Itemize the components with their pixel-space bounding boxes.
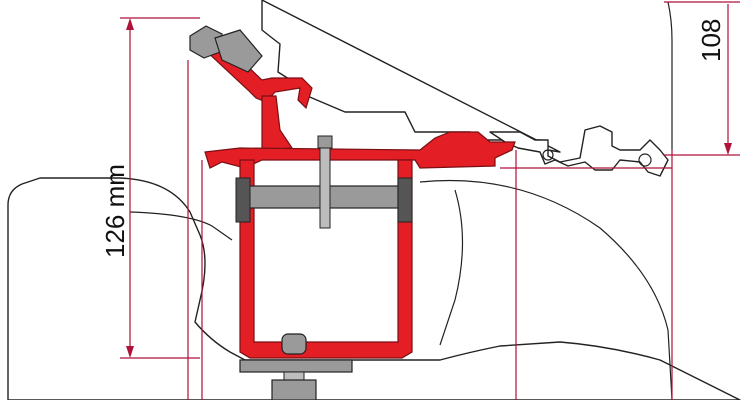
clamp-pad-right — [397, 177, 413, 223]
body-inner-curve-2 — [439, 189, 464, 346]
bottom-plate — [239, 359, 353, 373]
adapter-hole-2 — [638, 153, 652, 167]
bolt-head-top — [317, 135, 333, 149]
roof-rail-profile — [261, 0, 561, 153]
body-inner-curve — [419, 179, 673, 400]
bracket-u-channel — [239, 159, 413, 359]
dimension-108 — [500, 1, 740, 400]
bracket-stem — [261, 95, 294, 151]
washer-top-left — [214, 29, 263, 73]
dimension-label-126: 126 mm — [100, 164, 130, 258]
adapter-hole-1 — [542, 149, 554, 161]
body-roof-edge — [129, 211, 233, 241]
clamp-pad-left — [235, 177, 251, 223]
dimension-label-108: 108 — [696, 19, 726, 62]
awning-housing-arc — [667, 1, 673, 150]
bottom-bolt-head — [281, 333, 307, 355]
vehicle-body-outline — [7, 177, 741, 400]
bolt-shaft — [319, 147, 331, 229]
bottom-nut — [271, 379, 317, 400]
dimension-126 — [120, 17, 203, 400]
